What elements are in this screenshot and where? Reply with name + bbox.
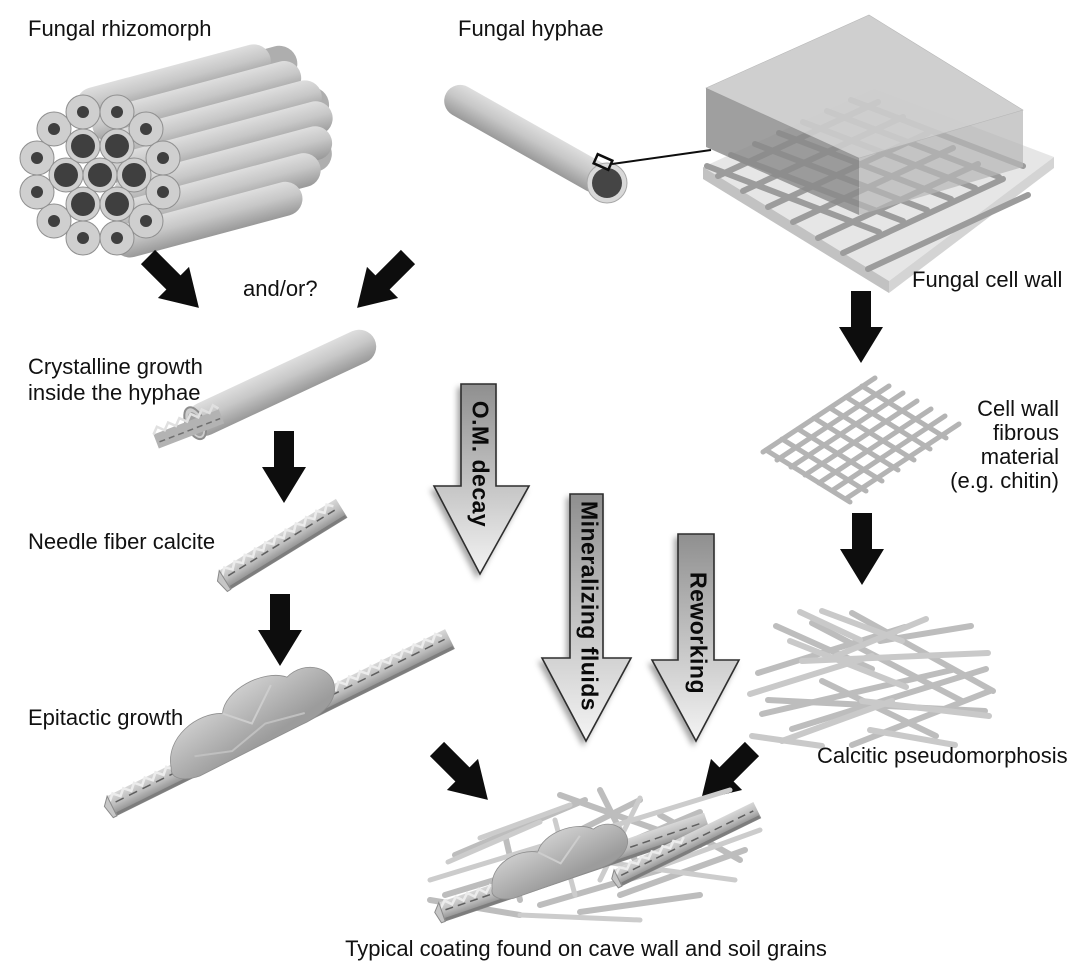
label-fungal-hyphae: Fungal hyphae: [458, 16, 604, 41]
zoom-connector-line: [611, 149, 712, 165]
typical-coating-figure: [427, 787, 763, 924]
arrow-pseudomorphosis-to-coating: [685, 733, 768, 816]
arrow-cellwall-to-fibrous: [839, 291, 883, 363]
fungal-rhizomorph-figure: [19, 44, 333, 258]
arrow-needle-to-epitactic: [258, 594, 302, 666]
arrow-epitactic-to-coating: [421, 733, 504, 816]
label-calcitic-pseudomorphosis: Calcitic pseudomorphosis: [817, 743, 1068, 768]
label-typical-coating-caption: Typical coating found on cave wall and s…: [345, 936, 827, 961]
label-epitactic-growth: Epitactic growth: [28, 705, 184, 730]
label-fungal-cell-wall: Fungal cell wall: [912, 267, 1063, 292]
fungal-hyphae-figure: [444, 84, 712, 204]
rhizomorph-cross-section: [19, 94, 181, 256]
label-reworking: Reworking: [685, 571, 712, 695]
crystalline-growth-figure: [152, 329, 377, 449]
reworking-arrow: [650, 533, 741, 743]
calcitic-pseudomorphosis-figure: [747, 608, 996, 749]
fungal-cell-wall-figure: [703, 14, 1054, 293]
om-decay-arrow: [432, 383, 531, 576]
label-om-decay: O.M. decay: [467, 400, 494, 528]
zoom-box: [592, 152, 614, 172]
label-cell-wall-fibrous-material: Cell wall fibrous material (e.g. chitin): [950, 396, 1059, 493]
cell-wall-fibrous-mesh-figure: [760, 375, 962, 505]
needle-fiber-calcite-figure: [216, 498, 348, 593]
arrow-fibrous-to-pseudomorphosis: [840, 513, 884, 585]
arrow-crystalline-to-needle: [262, 431, 306, 503]
coating-beam-right: [611, 801, 762, 889]
coating-beam-main: [434, 812, 711, 924]
label-needle-fiber-calcite: Needle fiber calcite: [28, 529, 216, 554]
process-arrows: [432, 383, 741, 743]
cell-wall-matrix-box: [705, 14, 1024, 215]
epitactic-growth-figure: [103, 629, 455, 819]
label-crystalline-growth: Crystalline growth inside the hyphae: [28, 354, 203, 405]
label-mineralizing-fluids: Mineralizing fluids: [576, 500, 603, 712]
arrow-hyphae-down: [341, 241, 424, 324]
label-fungal-rhizomorph: Fungal rhizomorph: [28, 16, 212, 41]
label-and-or: and/or?: [243, 276, 318, 301]
mineralizing-fluids-arrow: [540, 493, 633, 743]
inner-needle-crystal: [152, 403, 225, 449]
